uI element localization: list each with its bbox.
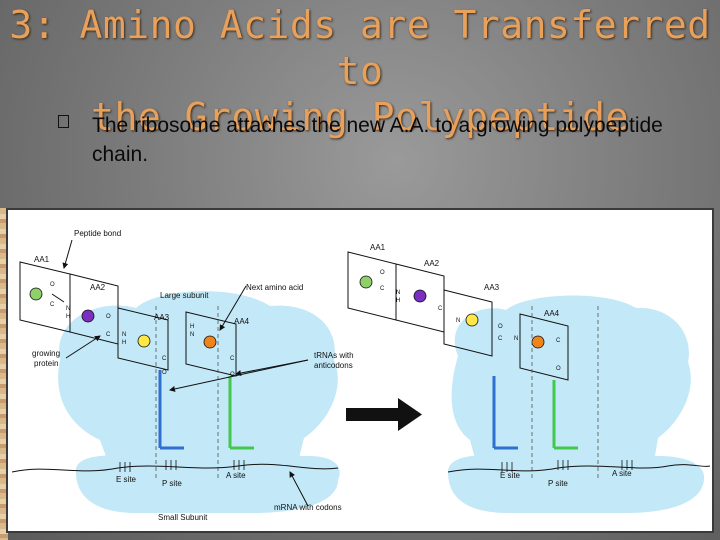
aa1-ball-right bbox=[359, 275, 373, 289]
small-subunit-left bbox=[75, 455, 340, 513]
aa3-ball bbox=[137, 334, 151, 348]
transition-arrow-icon bbox=[346, 398, 422, 431]
aa3-card-right bbox=[443, 289, 493, 357]
slide-title: 3: Amino Acids are Transferred to the Gr… bbox=[0, 2, 720, 140]
label-aa2-left: AA2 bbox=[90, 283, 106, 292]
chem-o-1: O bbox=[50, 282, 55, 288]
amino-acid-chain-left bbox=[19, 261, 254, 480]
label-e-site-right: E site bbox=[500, 471, 521, 480]
aa2-ball-right bbox=[413, 289, 427, 303]
annotation-arrows-left bbox=[62, 239, 309, 507]
peptide-bond-line bbox=[51, 293, 65, 303]
chem-h-4: H bbox=[190, 324, 194, 330]
chem-n-r3: N bbox=[514, 336, 518, 342]
aa4-ball-right bbox=[531, 335, 545, 349]
aa1-card-right bbox=[347, 251, 397, 321]
label-small-subunit: Small Subunit bbox=[158, 513, 208, 522]
small-subunit-right bbox=[448, 455, 705, 513]
bullet-box-icon bbox=[58, 115, 69, 128]
aa3-card bbox=[117, 307, 169, 371]
ribosome-right bbox=[448, 295, 705, 513]
codon-ticks-left bbox=[119, 460, 245, 472]
mrna-strand-left bbox=[11, 463, 339, 473]
label-mrna: mRNA with codons bbox=[274, 503, 342, 512]
aa4-ball bbox=[203, 335, 217, 349]
aa1-card bbox=[19, 261, 71, 333]
chem-h-1: H bbox=[66, 314, 70, 320]
label-aa3-left: AA3 bbox=[154, 313, 170, 322]
label-large-subunit: Large subunit bbox=[160, 291, 209, 300]
label-growing-protein-2: protein bbox=[34, 359, 58, 368]
chem-c-r3: C bbox=[498, 336, 503, 342]
mrna-strand-right bbox=[447, 464, 711, 473]
chem-o-3: O bbox=[162, 370, 167, 376]
chem-c-2: C bbox=[106, 332, 111, 338]
decorative-strip bbox=[0, 208, 8, 540]
label-trnas-1: tRNAs with bbox=[314, 351, 354, 360]
label-p-site-left: P site bbox=[162, 479, 182, 488]
chem-c-4: C bbox=[230, 356, 235, 362]
chem-n-2: N bbox=[122, 332, 126, 338]
label-e-site-left: E site bbox=[116, 475, 137, 484]
chem-n-r2: N bbox=[456, 318, 460, 324]
chem-h-r1: H bbox=[396, 298, 400, 304]
translation-diagram: Peptide bond AA1 AA2 AA3 AA4 Large subun… bbox=[6, 208, 714, 533]
aa1-ball bbox=[29, 287, 43, 301]
label-growing-protein-1: growing bbox=[32, 349, 60, 358]
chem-o-r4: O bbox=[556, 366, 561, 372]
title-line-2: the Growing Polypeptide bbox=[91, 95, 629, 139]
chem-o-r3: O bbox=[498, 324, 503, 330]
aa2-ball bbox=[81, 309, 95, 323]
label-aa2-right: AA2 bbox=[424, 259, 440, 268]
chem-h-2: H bbox=[122, 340, 126, 346]
large-subunit-right bbox=[451, 295, 691, 462]
label-peptide-bond: Peptide bond bbox=[74, 229, 121, 238]
codon-ticks-right bbox=[501, 460, 633, 472]
chem-c-3: C bbox=[162, 356, 167, 362]
chem-o-r1: O bbox=[380, 270, 385, 276]
label-trnas-2: anticodons bbox=[314, 361, 353, 370]
title-line-1: 3: Amino Acids are Transferred to bbox=[9, 3, 711, 93]
aa4-card-right bbox=[519, 313, 569, 381]
chem-o-4: O bbox=[230, 372, 235, 378]
label-aa4-left: AA4 bbox=[234, 317, 250, 326]
label-aa3-right: AA3 bbox=[484, 283, 500, 292]
chem-n-r1: N bbox=[396, 290, 400, 296]
label-p-site-right: P site bbox=[548, 479, 568, 488]
chem-n-1: N bbox=[66, 306, 70, 312]
label-a-site-right: A site bbox=[612, 469, 632, 478]
label-a-site-left: A site bbox=[226, 471, 246, 480]
chem-c-r4: C bbox=[556, 338, 561, 344]
chem-n-4: N bbox=[190, 332, 194, 338]
aa3-ball-right bbox=[465, 313, 479, 327]
label-next-amino-acid: Next amino acid bbox=[246, 283, 303, 292]
label-aa4-right: AA4 bbox=[544, 309, 560, 318]
diagram-svg: Peptide bond AA1 AA2 AA3 AA4 Large subun… bbox=[11, 229, 711, 522]
chem-c-1: C bbox=[50, 302, 55, 308]
bullet-text: The ribosome attaches the new A.A. to a … bbox=[92, 114, 663, 166]
amino-acid-chain-right bbox=[347, 251, 599, 480]
chem-c-r2: C bbox=[438, 306, 443, 312]
ribosome-left bbox=[58, 291, 340, 513]
label-aa1-right: AA1 bbox=[370, 243, 386, 252]
chem-o-2: O bbox=[106, 314, 111, 320]
large-subunit-left bbox=[58, 291, 338, 462]
chem-c-r1: C bbox=[380, 286, 385, 292]
label-aa1-left: AA1 bbox=[34, 255, 50, 264]
